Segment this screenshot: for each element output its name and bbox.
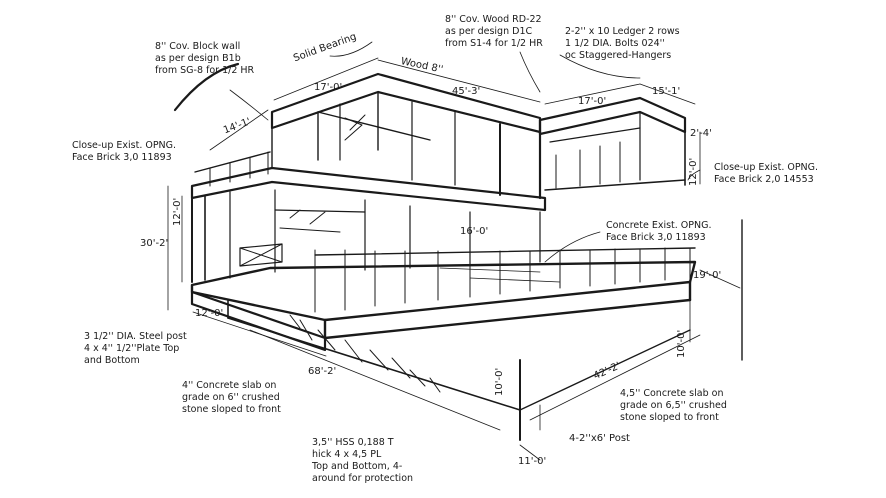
dim-12-bottom: 12'-0' bbox=[195, 308, 224, 319]
upper-left-volume bbox=[270, 72, 542, 200]
dimension-lines bbox=[167, 41, 743, 461]
dim-15: 15'-1' bbox=[652, 86, 681, 97]
note-ledger: 2-2'' x 10 Ledger 2 rows 1 1/2 DIA. Bolt… bbox=[565, 26, 680, 61]
dim-30: 30'-2' bbox=[140, 238, 169, 249]
dim-12-left: 12'-0' bbox=[172, 197, 183, 226]
note-block-wall: 8'' Cov. Block wall as per design B1b fr… bbox=[155, 41, 255, 76]
ground-floor-glazing bbox=[191, 189, 541, 283]
dim-19: 19'-0' bbox=[693, 270, 722, 281]
upper-right-volume bbox=[538, 96, 687, 191]
dim-68: 68'-2' bbox=[308, 366, 337, 377]
dim-11: 11'-0' bbox=[518, 456, 547, 467]
note-hss: 3,5'' HSS 0,188 T hick 4 x 4,5 PL Top an… bbox=[312, 437, 414, 484]
dim-45: 45'-3' bbox=[452, 86, 481, 97]
note-concrete-exist: Concrete Exist. OPNG. Face Brick 3,0 118… bbox=[606, 220, 712, 243]
dim-10-right: 10'-0' bbox=[676, 329, 687, 358]
note-post: 4-2''x6' Post bbox=[569, 433, 630, 444]
dim-10-bottom: 10'-0' bbox=[494, 367, 505, 396]
dim-17-upper-right: 17'-0' bbox=[578, 96, 607, 107]
terrace bbox=[190, 247, 697, 340]
note-closeup-right: Close-up Exist. OPNG. Face Brick 2,0 145… bbox=[714, 162, 819, 185]
note-slab-right: 4,5'' Concrete slab on grade on 6,5'' cr… bbox=[620, 388, 727, 423]
dim-12-right: 12'-0' bbox=[688, 157, 699, 186]
foundation bbox=[190, 290, 691, 441]
note-closeup-left: Close-up Exist. OPNG. Face Brick 3,0 118… bbox=[72, 140, 177, 163]
note-wood-rd: 8'' Cov. Wood RD-22 as per design D1C fr… bbox=[445, 14, 543, 49]
dim-2-4: 2'-4' bbox=[690, 128, 712, 139]
dim-17-upper-left: 17'-0' bbox=[314, 82, 343, 93]
dim-16: 16'-0' bbox=[460, 226, 489, 237]
note-slab-left: 4'' Concrete slab on grade on 6'' crushe… bbox=[182, 380, 281, 415]
first-floor-slab bbox=[190, 151, 547, 212]
note-steel-post: 3 1/2'' DIA. Steel post 4 x 4'' 1/2''Pla… bbox=[84, 331, 187, 366]
